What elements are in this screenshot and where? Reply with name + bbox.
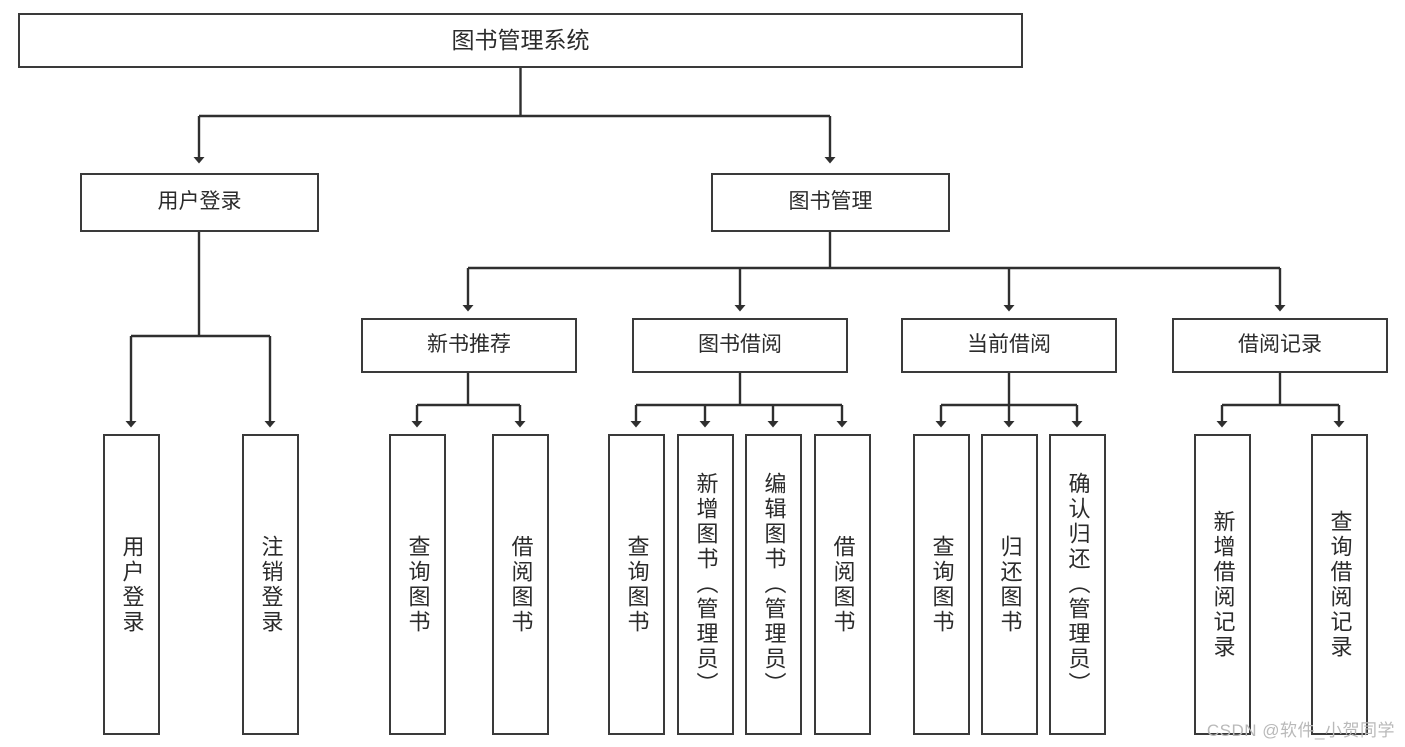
node-label: 图书管理系统 <box>451 26 590 53</box>
leaf-current-borrow-return-book[interactable]: 归还图书 <box>981 434 1038 735</box>
node-label: 借阅图书 <box>830 534 856 635</box>
node-label: 确认归还（管理员） <box>1065 472 1091 697</box>
node-label: 注销登录 <box>258 534 284 635</box>
node-label: 查询图书 <box>624 534 650 635</box>
node-label: 图书借阅 <box>698 333 782 357</box>
node-label: 新增借阅记录 <box>1210 509 1236 660</box>
node-label: 查询图书 <box>405 534 431 635</box>
node-label: 用户登录 <box>119 534 145 635</box>
node-label: 查询图书 <box>929 534 955 635</box>
leaf-book-borrow-query-book[interactable]: 查询图书 <box>608 434 665 735</box>
node-book-management[interactable]: 图书管理 <box>711 173 950 232</box>
node-label: 图书管理 <box>788 190 873 214</box>
node-book-borrow[interactable]: 图书借阅 <box>632 318 848 373</box>
node-label: 用户登录 <box>157 190 242 214</box>
node-label: 归还图书 <box>997 534 1023 635</box>
leaf-current-borrow-confirm-return-admin[interactable]: 确认归还（管理员） <box>1049 434 1106 735</box>
node-label: 新增图书（管理员） <box>693 472 719 697</box>
leaf-borrow-record-add-record[interactable]: 新增借阅记录 <box>1194 434 1251 735</box>
leaf-book-borrow-borrow-book[interactable]: 借阅图书 <box>814 434 871 735</box>
leaf-book-borrow-edit-book-admin[interactable]: 编辑图书（管理员） <box>745 434 802 735</box>
watermark-csdn: CSDN @软件_小贺同学 <box>1206 721 1395 740</box>
node-label: 新书推荐 <box>427 333 511 357</box>
node-label: 查询借阅记录 <box>1327 509 1353 660</box>
node-label: 借阅图书 <box>508 534 534 635</box>
node-label: 编辑图书（管理员） <box>761 472 787 697</box>
leaf-user-login-login[interactable]: 用户登录 <box>103 434 160 735</box>
node-new-book-recommend[interactable]: 新书推荐 <box>361 318 577 373</box>
leaf-user-login-logout[interactable]: 注销登录 <box>242 434 299 735</box>
node-current-borrow[interactable]: 当前借阅 <box>901 318 1117 373</box>
node-user-login[interactable]: 用户登录 <box>80 173 319 232</box>
node-label: 借阅记录 <box>1238 333 1322 357</box>
leaf-borrow-record-query-record[interactable]: 查询借阅记录 <box>1311 434 1368 735</box>
node-root-book-management-system[interactable]: 图书管理系统 <box>18 13 1023 68</box>
leaf-book-borrow-add-book-admin[interactable]: 新增图书（管理员） <box>677 434 734 735</box>
node-label: 当前借阅 <box>967 333 1051 357</box>
node-borrow-record[interactable]: 借阅记录 <box>1172 318 1388 373</box>
leaf-current-borrow-query-book[interactable]: 查询图书 <box>913 434 970 735</box>
leaf-new-book-query-book[interactable]: 查询图书 <box>389 434 446 735</box>
leaf-new-book-borrow-book[interactable]: 借阅图书 <box>492 434 549 735</box>
